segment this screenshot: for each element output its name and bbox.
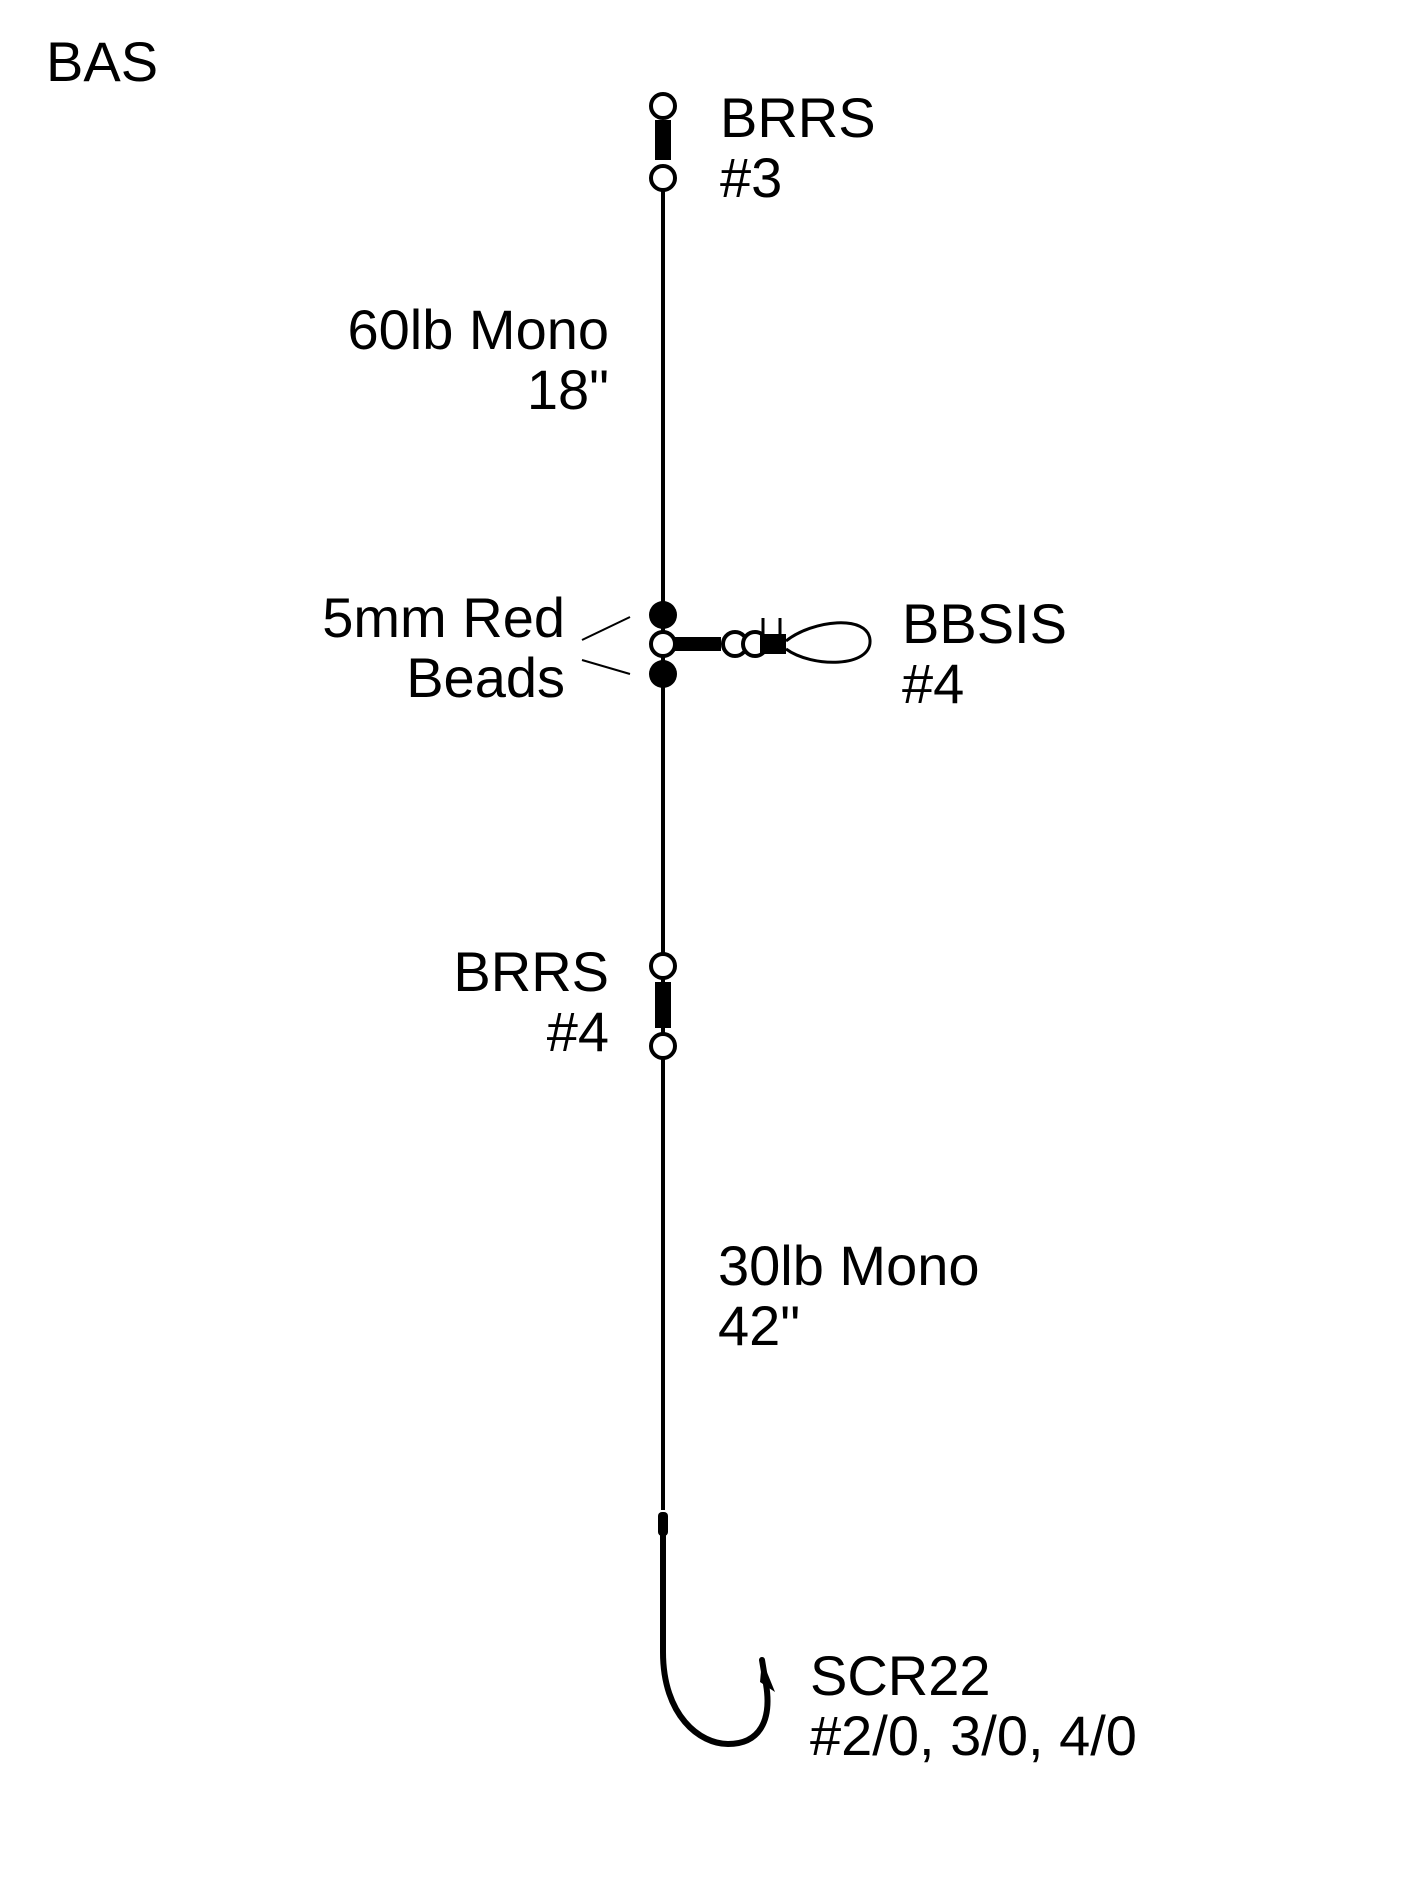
top-swivel-name: BRRS — [720, 86, 876, 149]
leader-line-label: 30lb Mono 42" — [718, 1236, 980, 1356]
beads-label-line2: Beads — [406, 646, 565, 709]
lower-swivel-size: #4 — [546, 1000, 609, 1063]
upper-line-material: 60lb Mono — [347, 298, 609, 361]
top-swivel-icon — [649, 92, 677, 192]
hook-label: SCR22 #2/0, 3/0, 4/0 — [810, 1646, 1137, 1766]
hook-name: SCR22 — [810, 1644, 991, 1707]
lower-swivel-name: BRRS — [453, 940, 609, 1003]
upper-line-length: 18" — [526, 358, 609, 421]
lower-swivel-icon — [649, 952, 677, 1060]
top-swivel-label: BRRS #3 — [720, 88, 876, 208]
hook-sizes: #2/0, 3/0, 4/0 — [810, 1704, 1137, 1767]
leader-line-material: 30lb Mono — [718, 1234, 980, 1297]
side-swivel-name: BBSIS — [902, 592, 1067, 655]
lower-swivel-label: BRRS #4 — [453, 942, 609, 1062]
side-swivel-label: BBSIS #4 — [902, 594, 1067, 714]
upper-line-label: 60lb Mono 18" — [347, 300, 609, 420]
top-swivel-size: #3 — [720, 146, 783, 209]
beads-label: 5mm Red Beads — [322, 588, 565, 708]
leader-line-length: 42" — [718, 1294, 801, 1357]
beads-pointer-bottom — [581, 659, 631, 675]
beads-icon — [649, 601, 677, 688]
side-swivel-size: #4 — [902, 652, 965, 715]
beads-pointer-top — [581, 616, 631, 641]
hook-icon — [658, 1512, 775, 1748]
side-snap-swivel-icon — [675, 618, 872, 664]
beads-label-line1: 5mm Red — [322, 586, 565, 649]
page-title: BAS — [46, 30, 159, 93]
